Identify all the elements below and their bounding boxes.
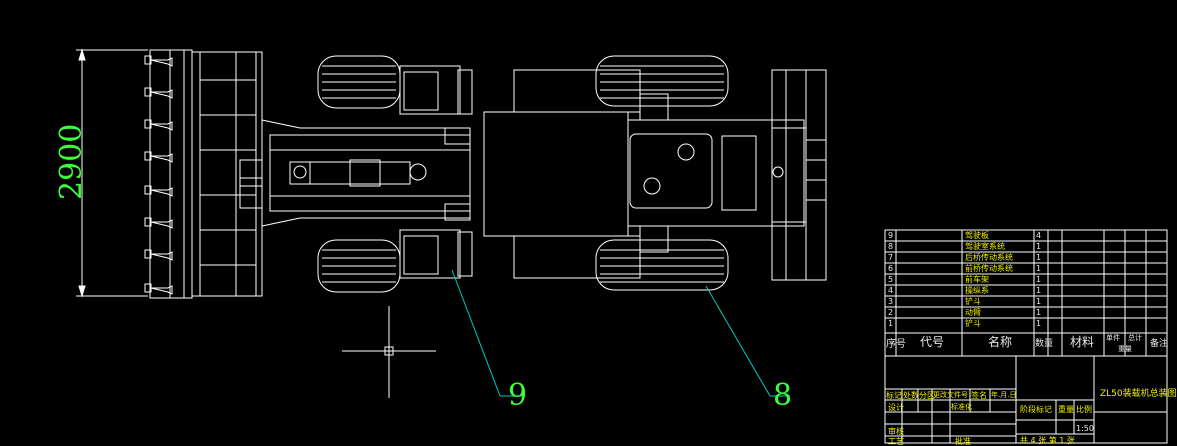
part-no: 4 — [888, 286, 894, 295]
part-name: 后桥传动系统 — [965, 253, 1013, 262]
header-no: 序号 — [886, 339, 906, 350]
header-total-weight: 总计 — [1128, 334, 1142, 342]
drawing-title: ZL50装载机总装图 — [1100, 389, 1177, 399]
header-code: 代号 — [920, 335, 945, 349]
title-block-frame — [884, 229, 1168, 444]
part-qty: 1 — [1036, 242, 1042, 251]
part-qty: 1 — [1036, 275, 1042, 284]
header-remark: 备注 — [1150, 339, 1169, 349]
part-qty: 1 — [1036, 297, 1042, 306]
process-label: 工艺 — [888, 437, 904, 446]
rear-tires — [595, 55, 729, 291]
part-qty: 1 — [1036, 253, 1042, 262]
header-weight: 重量 — [1118, 345, 1132, 353]
scale-value: 1:50 — [1076, 424, 1094, 433]
row-label-date: 年.月.日 — [991, 391, 1017, 399]
part-no: 1 — [888, 319, 894, 328]
row-label-change-doc: 更改文件号 — [933, 391, 968, 399]
part-qty: 1 — [1036, 286, 1042, 295]
part-name: 驾驶室系统 — [965, 242, 1005, 251]
header-name: 名称 — [988, 335, 1013, 349]
part-no: 2 — [888, 308, 894, 317]
counterweight — [771, 69, 827, 281]
weight-label: 重量 — [1058, 405, 1074, 414]
part-name: 铲斗 — [965, 297, 981, 306]
dimension-label: 2900 — [54, 123, 89, 200]
part-name: 铲斗 — [965, 319, 981, 328]
front-tires — [317, 55, 473, 293]
part-qty: 4 — [1036, 231, 1042, 240]
part-name: 前车架 — [965, 275, 989, 284]
row-label-mark: 标记 — [886, 391, 902, 400]
part-name: 动臂 — [965, 308, 981, 317]
sheet-info: 共 4 张 第 1 张 — [1020, 436, 1075, 445]
row-label-count: 处数 — [903, 391, 919, 400]
part-no: 3 — [888, 297, 894, 306]
row-label-signature: 签名 — [971, 391, 987, 400]
part-qty: 1 — [1036, 319, 1042, 328]
part-no: 5 — [888, 275, 894, 284]
part-name: 前桥传动系统 — [965, 264, 1013, 273]
balloon-8: 8 — [773, 378, 793, 413]
boom-linkage — [239, 119, 471, 227]
header-qty: 数量 — [1035, 339, 1054, 349]
ratio-label: 比例 — [1076, 405, 1092, 414]
header-unit-weight: 单件 — [1106, 334, 1120, 342]
crosshair-cursor-icon — [342, 306, 436, 398]
main-frame — [483, 69, 805, 279]
part-no: 9 — [888, 231, 894, 240]
balloon-9: 9 — [508, 378, 528, 413]
part-name: 操纵系 — [965, 286, 989, 295]
bucket — [144, 49, 263, 299]
part-no: 7 — [888, 253, 894, 262]
dimension-2900 — [76, 48, 148, 298]
approve-label: 批准 — [955, 437, 971, 446]
stage-mark-label: 阶段标记 — [1020, 405, 1052, 414]
leader-lines — [451, 269, 790, 397]
part-no: 6 — [888, 264, 894, 273]
row-label-zone: 分区 — [919, 391, 935, 400]
review-label: 审核 — [888, 427, 904, 436]
standardize-label: 标准化 — [951, 403, 972, 411]
part-name: 驾驶板 — [965, 231, 989, 240]
header-material: 材料 — [1070, 335, 1095, 349]
designer-label: 设计 — [888, 403, 904, 412]
loader-top-view — [144, 49, 827, 299]
part-no: 8 — [888, 242, 894, 251]
part-qty: 1 — [1036, 264, 1042, 273]
part-qty: 1 — [1036, 308, 1042, 317]
